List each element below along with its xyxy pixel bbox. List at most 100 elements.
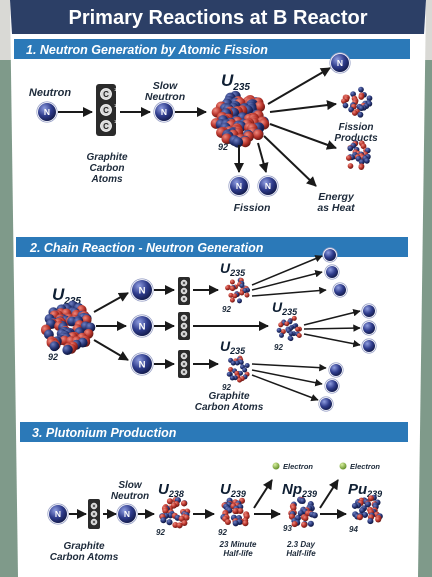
s2-graphite-2 [178, 312, 190, 340]
s2-u1-z: 92 [222, 305, 231, 314]
s3-arrow-electron-2 [319, 479, 339, 509]
svg-text:N: N [265, 181, 271, 191]
svg-text:N: N [236, 181, 242, 191]
section3-bar [20, 422, 408, 442]
s2-u3-symbol: U235 [220, 338, 246, 356]
s2-atomic-number: 92 [48, 352, 58, 362]
s2-u2-symbol: U235 [272, 299, 298, 317]
svg-text:N: N [337, 58, 343, 68]
s1-neutron-label: Neutron [29, 87, 71, 99]
s1-u235-nucleus [210, 90, 270, 148]
svg-text:N: N [44, 107, 50, 117]
s1-emitted-neutron-top: N [329, 52, 351, 74]
svg-text:N: N [55, 509, 61, 519]
s3-graphite-stack [88, 499, 100, 529]
s3-slow-neutron: N [116, 503, 138, 525]
s2-g3-neutron-2 [324, 378, 340, 394]
svg-text:N: N [124, 509, 130, 519]
s2-u2-z: 92 [274, 343, 283, 352]
s2-u3-z: 92 [222, 383, 231, 392]
s2-g1-neutron-3 [332, 282, 348, 298]
s2-u235-child-3 [226, 355, 250, 383]
s2-neutron-1: N [130, 278, 154, 302]
s3-electron-1 [272, 462, 280, 470]
svg-text:12: 12 [114, 87, 120, 92]
svg-text:N: N [139, 286, 146, 297]
s1-arrow-down-2 [257, 142, 269, 173]
s2-neutron-3: N [130, 352, 154, 376]
s2-arrow-upper [93, 292, 129, 313]
section3-heading: 3. Plutonium Production [32, 426, 177, 440]
s3-electron-2-label: Electron [350, 462, 380, 471]
s1-fission-label: Fission [234, 202, 271, 214]
svg-text:N: N [161, 107, 167, 117]
s3-u238-nucleus [159, 496, 191, 529]
s3-np239-nucleus [288, 496, 318, 528]
s1-arrow-to-product2 [269, 123, 337, 150]
s2-u235-child-2 [276, 315, 302, 342]
section1-heading: 1. Neutron Generation by Atomic Fission [26, 43, 268, 57]
section1-bar [14, 39, 410, 59]
s3-u239-z: 92 [218, 528, 227, 537]
s2-graphite-1 [178, 277, 190, 305]
s1-arrow-to-product1 [269, 100, 337, 113]
title-band [10, 0, 426, 34]
s3-pu-z: 94 [349, 525, 358, 534]
s2-g3-neutron-1 [328, 362, 344, 378]
s3-u238-z: 92 [156, 528, 165, 537]
s2-u1-symbol: U235 [220, 260, 246, 278]
s2-u235-nucleus [40, 300, 96, 355]
svg-text:C: C [103, 122, 109, 131]
svg-text:12: 12 [114, 103, 120, 108]
s3-u238-symbol: U238 [158, 481, 184, 499]
s3-pu239-nucleus [351, 494, 383, 525]
s3-pu-symbol: Pu239 [348, 481, 382, 499]
s1-u-symbol: U235 [221, 71, 250, 93]
s3-electron-1-label: Electron [283, 462, 313, 471]
s2-u235-child-1 [225, 277, 251, 304]
s3-arrow-electron-1 [253, 479, 273, 509]
s3-u239-nucleus [220, 497, 250, 527]
s2-g2-neutron-1 [361, 303, 377, 319]
s2-g2-neutron-2 [361, 320, 377, 336]
svg-text:N: N [139, 322, 146, 333]
s2-arrow-lower [93, 339, 129, 361]
s1-slow-neutron: N [153, 101, 175, 123]
s1-fission-neutron-1: N [228, 175, 250, 197]
s3-electron-2 [339, 462, 347, 470]
s1-fission-product-1 [341, 86, 373, 118]
section2-heading: 2. Chain Reaction - Neutron Generation [29, 241, 264, 255]
svg-text:C: C [103, 90, 109, 99]
s1-atomic-number: 92 [218, 142, 228, 152]
s2-g1-neutron-2 [324, 264, 340, 280]
s2-graphite-3 [178, 350, 190, 378]
s1-arrow-to-neutron-top [267, 67, 331, 105]
poster-title: Primary Reactions at B Reactor [68, 7, 367, 29]
s3-np-z: 93 [283, 524, 292, 533]
svg-text:12: 12 [114, 119, 120, 124]
s2-g1-neutron-1 [322, 247, 338, 263]
s1-start-neutron: N [36, 101, 58, 123]
s3-start-neutron: N [47, 503, 69, 525]
s3-u239-symbol: U239 [220, 481, 246, 499]
s2-neutron-2: N [130, 314, 154, 338]
s3-np-symbol: Np239 [282, 481, 317, 499]
s1-fission-product-2 [345, 140, 371, 170]
svg-text:N: N [139, 360, 146, 371]
s2-g2-neutron-3 [361, 338, 377, 354]
svg-text:C: C [103, 106, 109, 115]
section2-bar [16, 237, 408, 257]
s1-arrow-to-energy [263, 135, 317, 187]
